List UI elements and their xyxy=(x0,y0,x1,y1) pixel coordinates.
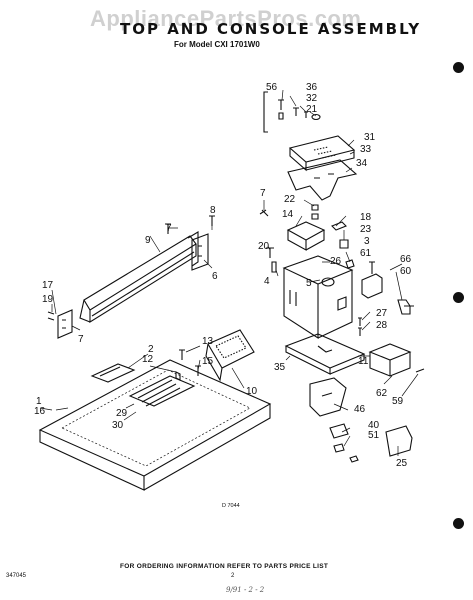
watermark: AppliancePartsPros.com xyxy=(90,6,362,31)
control-panel-part xyxy=(288,135,356,172)
callout-56: 56 xyxy=(266,82,278,93)
callout-33: 33 xyxy=(360,144,372,155)
hinge-bracket-part xyxy=(309,377,347,417)
callout-46: 46 xyxy=(354,404,366,415)
callout-31: 31 xyxy=(364,132,376,143)
callout-7-c: 7 xyxy=(78,334,84,345)
callout-4: 4 xyxy=(264,276,270,287)
callout-40: 40 xyxy=(368,420,380,431)
callout-51: 51 xyxy=(368,430,380,441)
callout-29: 29 xyxy=(116,408,128,419)
screw-part xyxy=(195,365,201,376)
fuse-part xyxy=(271,261,277,273)
diagram-code: D 7044 xyxy=(222,503,240,509)
callout-5: 5 xyxy=(306,278,312,289)
callout-66: 66 xyxy=(400,254,412,265)
terminal-box-part xyxy=(368,343,412,377)
callout-26: 26 xyxy=(330,256,342,267)
callout-35: 35 xyxy=(274,362,286,373)
punch-hole-icon xyxy=(453,292,464,303)
callout-30: 30 xyxy=(112,420,124,431)
control-box-part xyxy=(282,255,354,340)
page-number: 2 xyxy=(231,573,235,579)
callout-3: 3 xyxy=(364,236,370,247)
callout-36: 36 xyxy=(306,82,318,93)
callout-8: 8 xyxy=(210,205,216,216)
top-panel-part xyxy=(38,359,272,491)
screw-part xyxy=(165,223,171,234)
leader-lines xyxy=(39,89,419,456)
screw-part xyxy=(415,368,425,373)
fastener-part xyxy=(311,204,319,220)
screw-part xyxy=(259,209,269,217)
callout-15: 15 xyxy=(202,356,214,367)
callout-27: 27 xyxy=(376,308,388,319)
callout-labels: 56 36 32 21 31 33 34 7 22 14 18 23 3 61 … xyxy=(34,82,412,469)
callout-60: 60 xyxy=(400,266,412,277)
nut-part xyxy=(349,455,359,463)
callout-28: 28 xyxy=(376,320,388,331)
mounting-bracket-part xyxy=(361,261,414,315)
punch-hole-icon xyxy=(453,518,464,529)
model-subtitle: For Model CXI 1701W0 xyxy=(174,40,260,49)
console-backsplash-part xyxy=(79,231,199,323)
callout-21: 21 xyxy=(306,104,318,115)
bracket-part xyxy=(385,425,413,457)
lint-screen-part xyxy=(205,329,255,382)
callout-16: 16 xyxy=(34,406,46,417)
page-title: TOP AND CONSOLE ASSEMBLY xyxy=(120,20,422,38)
punch-hole-icon xyxy=(453,62,464,73)
screw-part xyxy=(47,311,55,321)
door-switch-part xyxy=(329,423,349,453)
callout-32: 32 xyxy=(306,93,318,104)
bracket-part xyxy=(287,159,358,201)
base-plate-part xyxy=(284,333,366,375)
callout-7-b: 7 xyxy=(166,223,172,234)
callout-19: 19 xyxy=(42,294,54,305)
callout-11: 11 xyxy=(358,356,369,367)
callout-17: 17 xyxy=(42,280,54,291)
end-cap-part xyxy=(57,309,73,339)
callout-14: 14 xyxy=(282,209,294,220)
callout-6: 6 xyxy=(212,271,218,282)
callout-62: 62 xyxy=(376,388,388,399)
callout-20: 20 xyxy=(258,241,270,252)
callout-59: 59 xyxy=(392,396,404,407)
callout-2: 2 xyxy=(148,344,154,355)
callout-9: 9 xyxy=(145,235,151,246)
callout-13: 13 xyxy=(202,336,214,347)
callout-25: 25 xyxy=(396,458,408,469)
hinge-part xyxy=(175,371,181,381)
handwritten-note: 9/91 - 2 - 2 xyxy=(226,586,265,594)
switch-part xyxy=(339,239,349,249)
callout-10: 10 xyxy=(246,386,258,397)
lid-part xyxy=(90,363,136,383)
document-number: 347045 xyxy=(6,573,27,579)
timer-part xyxy=(286,221,326,251)
callout-23: 23 xyxy=(360,224,372,235)
callout-1: 1 xyxy=(36,396,42,407)
clip-part xyxy=(345,259,355,269)
callout-22: 22 xyxy=(284,194,296,205)
callout-18: 18 xyxy=(360,212,372,223)
callout-34: 34 xyxy=(356,158,368,169)
screw-part xyxy=(358,317,362,336)
callout-12: 12 xyxy=(142,354,154,365)
callout-7-a: 7 xyxy=(260,188,266,199)
ordering-note: FOR ORDERING INFORMATION REFER TO PARTS … xyxy=(120,563,329,570)
screw-part xyxy=(179,349,185,360)
callout-61: 61 xyxy=(360,248,372,259)
